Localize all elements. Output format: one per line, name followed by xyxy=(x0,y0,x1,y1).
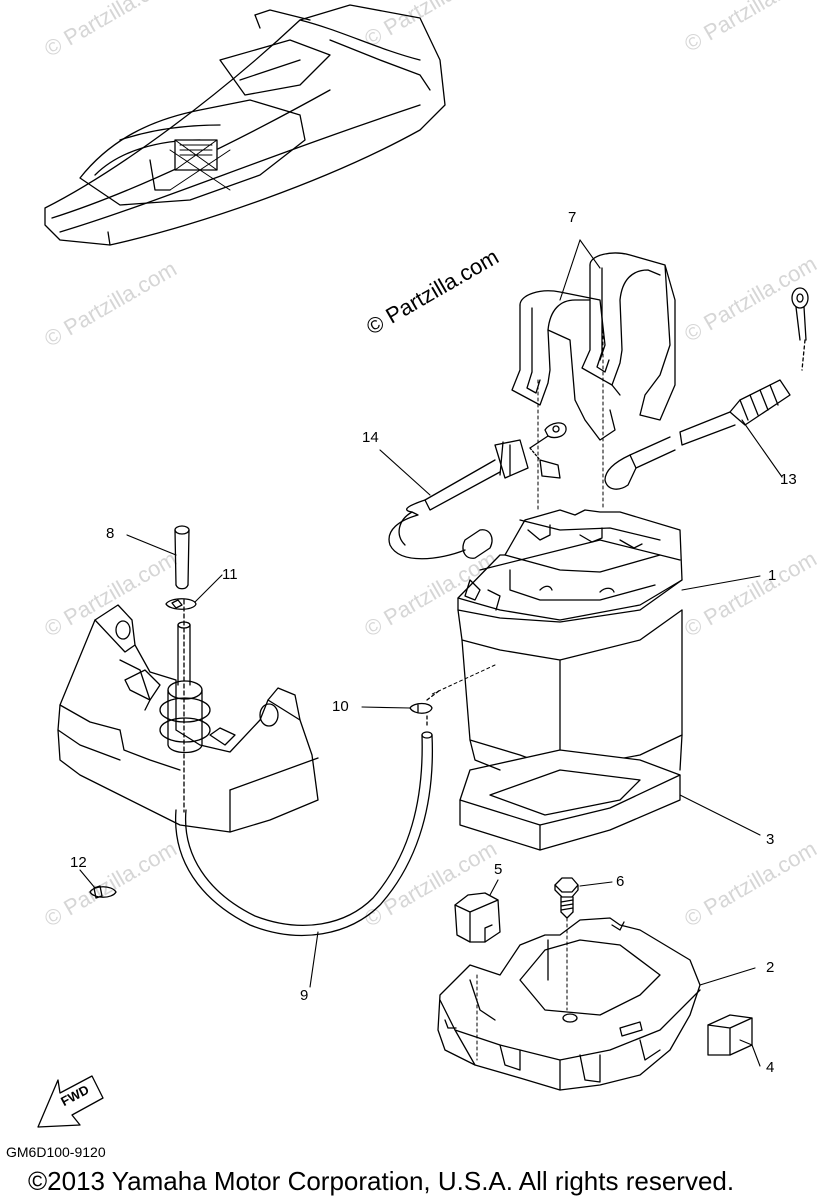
callout-3: 3 xyxy=(766,831,775,848)
callout-14: 14 xyxy=(362,429,379,446)
clamp-11 xyxy=(165,598,197,610)
callout-1: 1 xyxy=(768,567,777,584)
battery xyxy=(457,509,683,771)
watercraft-overview xyxy=(44,4,446,246)
battery-box xyxy=(437,917,701,1091)
callout-7: 7 xyxy=(568,209,577,226)
callout-9: 9 xyxy=(300,987,309,1004)
breather-pipe-8 xyxy=(174,525,190,590)
callout-13: 13 xyxy=(780,471,797,488)
guide-lines xyxy=(429,329,604,1061)
callout-6: 6 xyxy=(616,873,625,890)
bolt-6 xyxy=(554,877,579,919)
battery-pad xyxy=(459,734,683,851)
callout-4: 4 xyxy=(766,1059,775,1076)
fwd-arrow xyxy=(37,1075,104,1128)
callout-5: 5 xyxy=(494,861,503,878)
callout-2: 2 xyxy=(766,959,775,976)
cap-5 xyxy=(454,892,501,943)
copyright-notice: ©2013 Yamaha Motor Corporation, U.S.A. A… xyxy=(28,1166,735,1196)
callout-8: 8 xyxy=(106,525,115,542)
callout-10: 10 xyxy=(332,698,349,715)
clip-10 xyxy=(409,689,441,726)
battery-holder xyxy=(57,599,319,833)
battery-cable-13 xyxy=(604,287,809,490)
battery-band xyxy=(511,252,676,441)
leader-lines xyxy=(79,239,783,1067)
callout-11: 11 xyxy=(222,566,238,583)
callout-12: 12 xyxy=(70,854,87,871)
clamp-12 xyxy=(89,885,117,899)
diagram-code: GM6D100-9120 xyxy=(6,1144,106,1160)
breather-hose-9 xyxy=(174,731,434,936)
